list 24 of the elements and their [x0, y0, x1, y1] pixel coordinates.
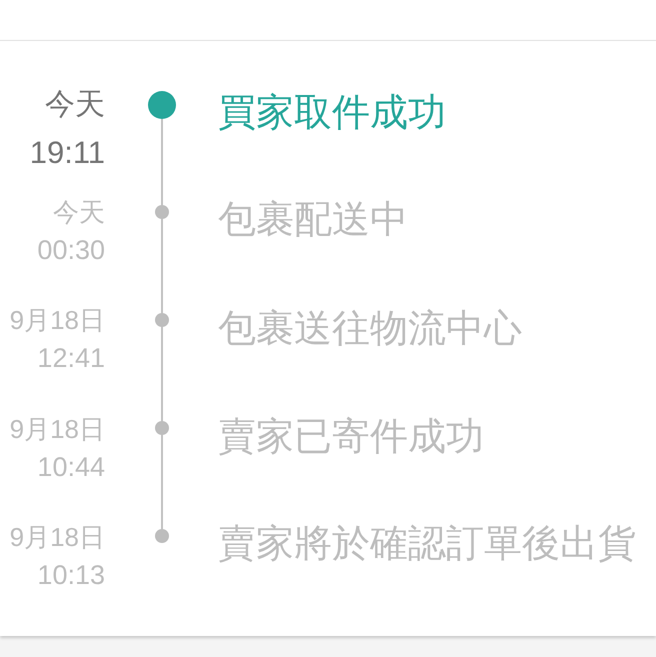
status-text: 包裹送往物流中心: [218, 310, 522, 348]
date-label: 今天: [53, 199, 105, 225]
time-label: 10:13: [37, 562, 105, 588]
status-text: 賣家已寄件成功: [218, 418, 484, 456]
status-text: 賣家將於確認訂單後出貨: [218, 525, 636, 563]
time-label: 12:41: [37, 344, 105, 372]
timeline-line: [161, 435, 163, 529]
timeline-dot: [155, 421, 169, 435]
time-label: 19:11: [30, 136, 105, 168]
time-label: 00:30: [37, 236, 105, 264]
timeline-line: [161, 119, 163, 205]
timeline-line: [161, 219, 163, 313]
date-label: 9月18日: [10, 524, 105, 550]
date-label: 今天: [45, 90, 105, 120]
timeline-dot: [155, 529, 169, 543]
timeline-dot: [148, 91, 176, 119]
timeline-dot: [155, 313, 169, 327]
date-label: 9月18日: [10, 416, 105, 442]
status-text: 買家取件成功: [218, 94, 446, 132]
date-label: 9月18日: [10, 307, 105, 333]
time-label: 10:44: [37, 454, 105, 480]
timeline-dot: [155, 205, 169, 219]
timeline-line: [161, 327, 163, 421]
status-text: 包裹配送中: [218, 201, 408, 239]
